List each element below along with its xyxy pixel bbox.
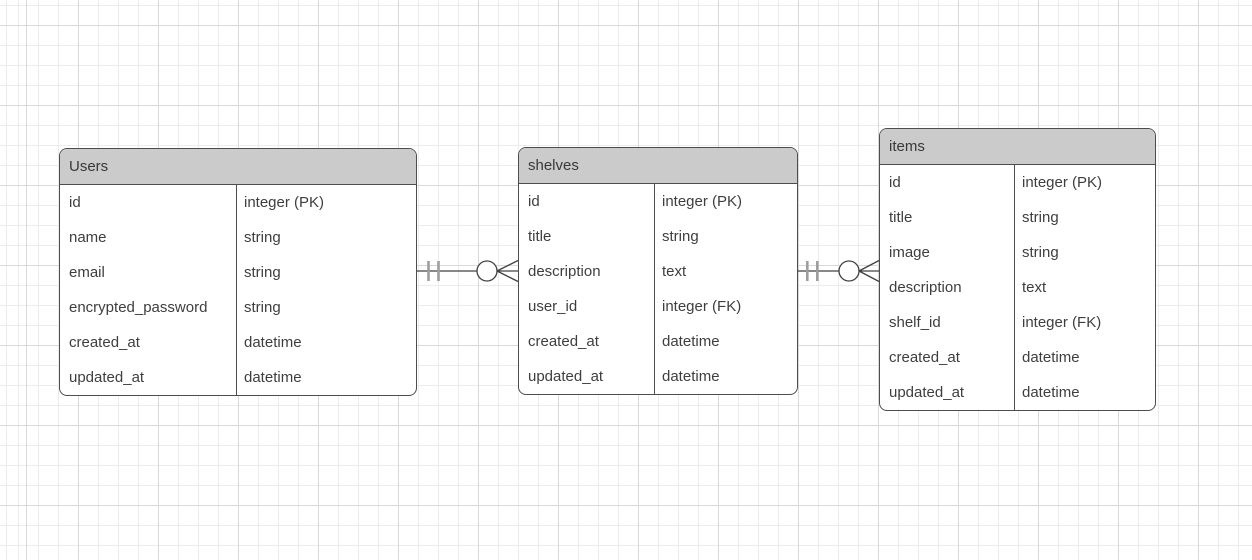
field-type: datetime bbox=[662, 368, 720, 385]
field-name: created_at bbox=[519, 324, 655, 359]
field-type: datetime bbox=[662, 333, 720, 350]
field-name: id bbox=[519, 184, 655, 219]
field-name: user_id bbox=[519, 289, 655, 324]
field-type: string bbox=[244, 299, 281, 316]
entity-users-header: Users bbox=[60, 149, 416, 185]
entity-shelves-title: shelves bbox=[528, 157, 579, 174]
entity-items-header: items bbox=[880, 129, 1155, 165]
field-name: created_at bbox=[880, 340, 1015, 375]
field-name: title bbox=[519, 219, 655, 254]
crow-foot-many-icon bbox=[858, 259, 880, 283]
entity-items[interactable]: items id integer (PK) title string image… bbox=[879, 128, 1156, 411]
field-name: id bbox=[60, 185, 237, 220]
field-type: string bbox=[244, 264, 281, 281]
field-name: image bbox=[880, 235, 1015, 270]
field-type: integer (FK) bbox=[1022, 314, 1102, 331]
entity-shelves-fields: id integer (PK) title string description… bbox=[519, 184, 797, 394]
field-type: integer (PK) bbox=[244, 194, 325, 211]
field-name: name bbox=[60, 220, 237, 255]
cardinality-zero-circle-icon bbox=[476, 260, 498, 282]
field-type: string bbox=[244, 229, 281, 246]
entity-users-title: Users bbox=[69, 158, 109, 175]
field-type: text bbox=[1022, 279, 1047, 296]
field-name: id bbox=[880, 165, 1015, 200]
field-name: updated_at bbox=[60, 360, 237, 395]
entity-shelves[interactable]: shelves id integer (PK) title string des… bbox=[518, 147, 798, 395]
field-name: shelf_id bbox=[880, 305, 1015, 340]
entity-shelves-header: shelves bbox=[519, 148, 797, 184]
field-type: datetime bbox=[1022, 384, 1080, 401]
field-name: description bbox=[880, 270, 1015, 305]
field-name: email bbox=[60, 255, 237, 290]
field-type: datetime bbox=[244, 369, 302, 386]
field-type: datetime bbox=[244, 334, 302, 351]
relationship-shelves-items[interactable] bbox=[798, 254, 880, 288]
field-name: created_at bbox=[60, 325, 237, 360]
field-type: datetime bbox=[1022, 349, 1080, 366]
field-type: text bbox=[662, 263, 687, 280]
field-name: updated_at bbox=[880, 375, 1015, 410]
field-name: updated_at bbox=[519, 359, 655, 394]
field-type: integer (PK) bbox=[1022, 174, 1103, 191]
entity-items-title: items bbox=[889, 138, 925, 155]
field-name: description bbox=[519, 254, 655, 289]
field-type: string bbox=[1022, 244, 1059, 261]
entity-items-fields: id integer (PK) title string image strin… bbox=[880, 165, 1155, 410]
field-type: string bbox=[1022, 209, 1059, 226]
entity-users[interactable]: Users id integer (PK) name string email … bbox=[59, 148, 417, 396]
field-name: title bbox=[880, 200, 1015, 235]
crow-foot-many-icon bbox=[496, 259, 519, 283]
entity-users-fields: id integer (PK) name string email string… bbox=[60, 185, 416, 395]
cardinality-zero-circle-icon bbox=[838, 260, 860, 282]
relationship-users-shelves[interactable] bbox=[417, 254, 519, 288]
cardinality-exactly-one-icon bbox=[806, 261, 819, 281]
field-name: encrypted_password bbox=[60, 290, 237, 325]
field-type: integer (FK) bbox=[662, 298, 742, 315]
field-type: integer (PK) bbox=[662, 193, 743, 210]
cardinality-exactly-one-icon bbox=[427, 261, 440, 281]
field-type: string bbox=[662, 228, 699, 245]
